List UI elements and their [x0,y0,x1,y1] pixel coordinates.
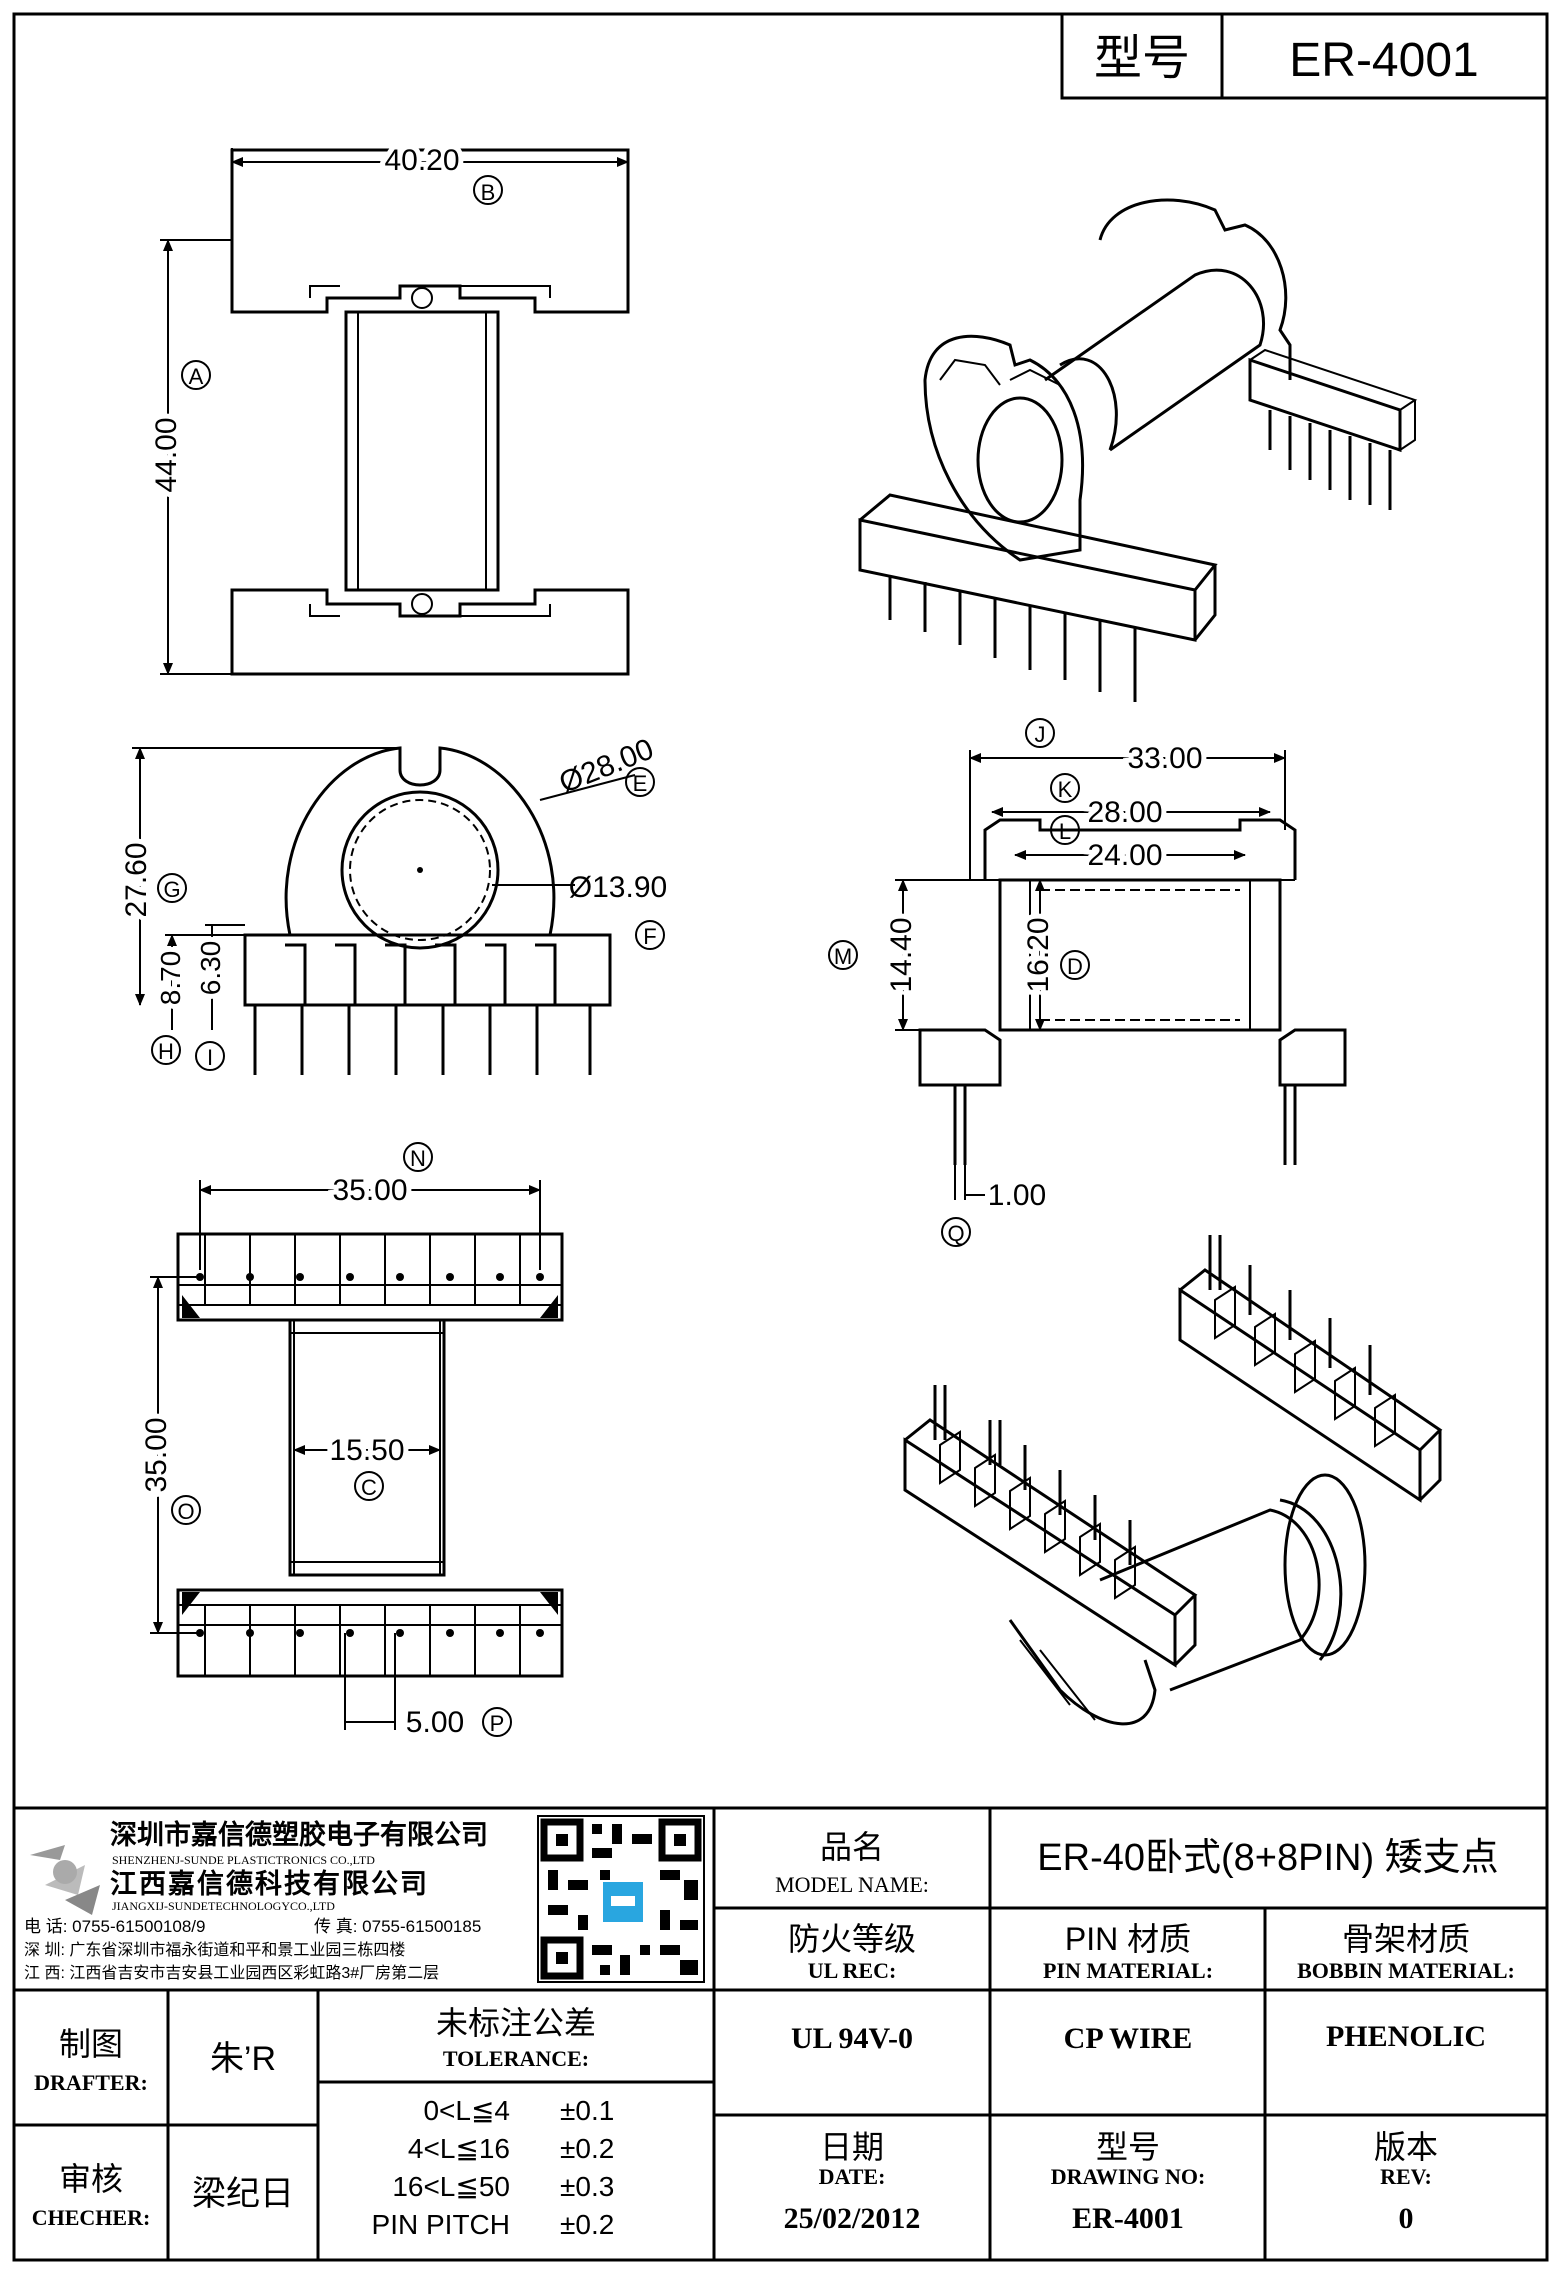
dim-g-letter: G [163,877,180,902]
date-label-en: DATE: [819,2164,886,2189]
title-model-label: 型号 [1094,32,1190,85]
dim-d-letter: D [1067,954,1083,979]
company-name-jx: 江西嘉信德科技有限公司 [110,1869,429,1899]
bobbin-label-en: BOBBIN MATERIAL: [1297,1958,1515,1983]
dim-h-value: 8.70 [155,951,186,1006]
date-value: 25/02/2012 [784,2202,921,2235]
product-name-value: ER-40卧式(8+8PIN) 矮支点 [1037,1837,1498,1879]
drafter-value: 朱’R [210,2040,276,2078]
company-logo [30,1845,100,1915]
company-addr-sz: 深 圳: 广东省深圳市福永街道和平和景工业园三栋四楼 [24,1941,405,1959]
product-name-label-en: MODEL NAME: [775,1872,929,1897]
checker-label-en: CHECHER: [32,2205,151,2230]
company-fax: 传 真: 0755-61500185 [314,1917,481,1936]
tolerance-range-3: 16<L≦50 [392,2171,510,2202]
tolerance-value-3: ±0.3 [560,2171,614,2202]
sheet-border [12,12,1549,2262]
tolerance-value-4: ±0.2 [560,2209,614,2240]
product-name-label: 品名 [820,1829,884,1865]
drafter-label: 制图 [59,2026,123,2062]
rev-label: 版本 [1374,2129,1438,2165]
rev-value: 0 [1399,2202,1414,2235]
drafter-label-en: DRAFTER: [34,2070,148,2095]
title-block [14,1806,1547,2260]
company-name-sz: 深圳市嘉信德塑胶电子有限公司 [110,1819,488,1850]
date-label: 日期 [820,2129,884,2165]
dim-q-value: 1.00 [988,1179,1046,1212]
dim-n-letter: N [410,1146,426,1171]
dim-l-value: 24.00 [1087,839,1162,872]
drawing-no-label: 型号 [1096,2129,1160,2165]
tolerance-range-4: PIN PITCH [372,2209,510,2240]
tolerance-label: 未标注公差 [436,2005,596,2041]
view-iso-bottom [903,1235,1443,1726]
tolerance-value-1: ±0.1 [560,2095,614,2126]
view-front: 33.00 J 28.00 K 24.00 L 14.40 M 16.20 D … [828,718,1347,1247]
view-top: 40.20 B 44.00 A [145,139,630,676]
view-side: 27.60 G 8.70 H 6.30 I Ø28.00 E Ø13.90 F [115,732,667,1075]
dim-c-value: 15.50 [329,1434,404,1467]
ul-label-en: UL REC: [808,1958,897,1983]
company-phone: 电 话: 0755-61500108/9 [24,1917,205,1936]
dim-j-value: 33.00 [1127,742,1202,775]
qr-code [537,1815,705,1983]
dim-o-letter: O [177,1499,194,1524]
drawing-no-value: ER-4001 [1072,2202,1184,2235]
dim-k-value: 28.00 [1087,796,1162,829]
checker-value: 梁纪日 [192,2175,294,2213]
company-name-jx-en: JIANGXIJ-SUNDETECHNOLOGYCO.,LTD [112,1899,335,1913]
dim-p-letter: P [490,1711,505,1736]
dim-g-value: 27.60 [120,842,153,917]
tolerance-value-2: ±0.2 [560,2133,614,2164]
dim-f-value: Ø13.90 [569,871,667,904]
rev-label-en: REV: [1380,2164,1432,2189]
view-iso-top [858,198,1418,702]
ul-value: UL 94V-0 [791,2022,913,2055]
company-addr-jx: 江 西: 江西省吉安市吉安县工业园西区彩虹路3#厂房第二层 [24,1964,439,1982]
dim-j-letter: J [1035,722,1046,747]
ul-label: 防火等级 [788,1921,916,1957]
tolerance-range-1: 0<L≦4 [423,2095,510,2126]
dim-i-letter: I [207,1045,213,1070]
dim-f-letter: F [643,924,656,949]
tolerance-range-2: 4<L≦16 [408,2133,510,2164]
dim-a-letter: A [189,364,204,389]
dim-b-letter: B [481,180,496,205]
bobbin-value: PHENOLIC [1326,2020,1486,2053]
title-model-value: ER-4001 [1289,34,1478,87]
dim-e-letter: E [633,771,648,796]
dim-d-value: 16.20 [1022,917,1055,992]
pin-label: PIN 材质 [1065,1921,1191,1957]
pin-label-en: PIN MATERIAL: [1043,1958,1213,1983]
dim-h-letter: H [158,1039,174,1064]
dim-b-value: 40.20 [384,144,459,177]
dim-k-letter: K [1058,777,1073,802]
dim-a-value: 44.00 [150,417,183,492]
dim-n-value: 35.00 [332,1174,407,1207]
dim-c-letter: C [361,1475,377,1500]
dim-i-value: 6.30 [195,941,226,996]
dim-p-value: 5.00 [406,1706,464,1739]
drawing-no-label-en: DRAWING NO: [1051,2164,1206,2189]
tolerance-label-en: TOLERANCE: [443,2046,589,2071]
dim-q-letter: Q [947,1221,964,1246]
title-box: 型号 ER-4001 [1060,12,1549,100]
dim-m-letter: M [834,944,852,969]
view-bottom: 35.00 N 35.00 O 15.50 C 5.00 P [135,1142,564,1739]
dim-o-value: 35.00 [140,1417,173,1492]
checker-label: 审核 [59,2161,123,2197]
dim-m-value: 14.40 [885,917,918,992]
bobbin-label: 骨架材质 [1342,1921,1470,1957]
company-name-sz-en: SHENZHENJ-SUNDE PLASTICTRONICS CO.,LTD [112,1853,375,1867]
pin-value: CP WIRE [1064,2022,1193,2055]
dim-l-letter: L [1059,819,1071,844]
